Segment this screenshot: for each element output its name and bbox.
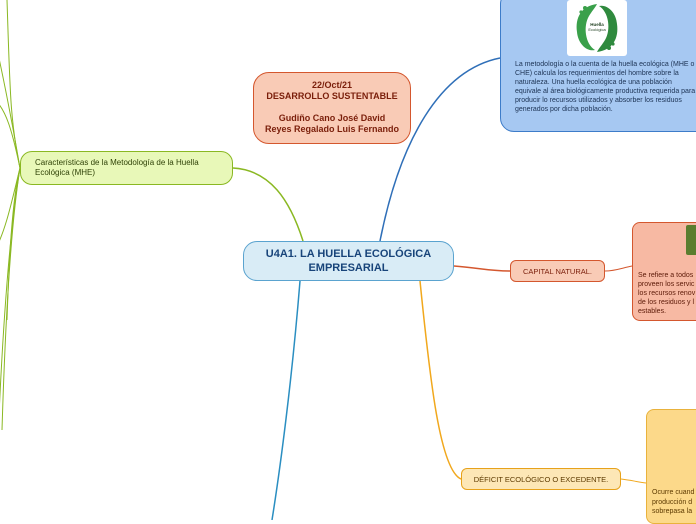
- central-title: U4A1. LA HUELLA ECOLÓGICA EMPRESARIAL: [265, 248, 432, 274]
- ecological-footprint-logo: Huella Ecológica: [567, 0, 627, 56]
- capital-natural-node[interactable]: CAPITAL NATURAL.: [510, 260, 605, 282]
- author-text: Gudiño Cano José David: [278, 113, 386, 123]
- capital-detail-link: [604, 265, 633, 272]
- deficit-line: Ocurre cuand: [652, 489, 695, 496]
- capital-line: de los residuos y l: [638, 299, 695, 306]
- bottom-link: [271, 280, 301, 520]
- definition-link: [379, 57, 501, 242]
- deficit-detail-link: [620, 478, 647, 484]
- definition-text: La metodología o la cuenta de la huella …: [515, 61, 696, 113]
- left-branch-line: [6, 167, 21, 321]
- capital-label: CAPITAL NATURAL.: [522, 266, 593, 276]
- capital-line: los recursos renov: [638, 290, 696, 297]
- capital-link: [453, 265, 511, 272]
- deficit-link: [419, 280, 462, 480]
- mhe-label: Características de la Metodología de la …: [35, 158, 199, 177]
- deficit-detail-box[interactable]: Ocurre cuand producción d sobrepasa la: [646, 409, 696, 524]
- capital-line: estables.: [638, 308, 667, 315]
- logo-text: Huella: [590, 22, 604, 27]
- deficit-line: producción d: [652, 498, 693, 506]
- plant-image: [686, 225, 696, 255]
- date-authors-box[interactable]: 22/Oct/21 DESARROLLO SUSTENTABLE Gudiño …: [253, 72, 411, 144]
- deficit-label: DÉFICIT ECOLÓGICO O EXCEDENTE.: [473, 474, 609, 484]
- deficit-node[interactable]: DÉFICIT ECOLÓGICO O EXCEDENTE.: [461, 468, 621, 490]
- left-branch-line: [0, 60, 21, 169]
- date-text: 22/Oct/21: [311, 80, 353, 90]
- author-text: Reyes Regalado Luis Fernando: [264, 124, 400, 134]
- capital-line: Se refiere a todos: [638, 272, 694, 279]
- capital-line: proveen los servic: [638, 281, 695, 288]
- capital-natural-detail-box[interactable]: Se refiere a todos proveen los servic lo…: [632, 222, 696, 321]
- deficit-line: sobrepasa la: [652, 508, 693, 515]
- mhe-link: [232, 167, 304, 242]
- left-branch-line: [0, 167, 21, 405]
- left-branch-line: [1, 167, 21, 431]
- subject-text: DESARROLLO SUSTENTABLE: [266, 91, 398, 101]
- central-topic[interactable]: U4A1. LA HUELLA ECOLÓGICA EMPRESARIAL: [243, 241, 454, 281]
- mhe-characteristics-node[interactable]: Características de la Metodología de la …: [20, 151, 233, 185]
- left-branch-line: [0, 167, 21, 241]
- logo-text: Ecológica: [588, 27, 606, 32]
- left-branch-line: [0, 104, 21, 169]
- left-branch-line: [6, 0, 21, 169]
